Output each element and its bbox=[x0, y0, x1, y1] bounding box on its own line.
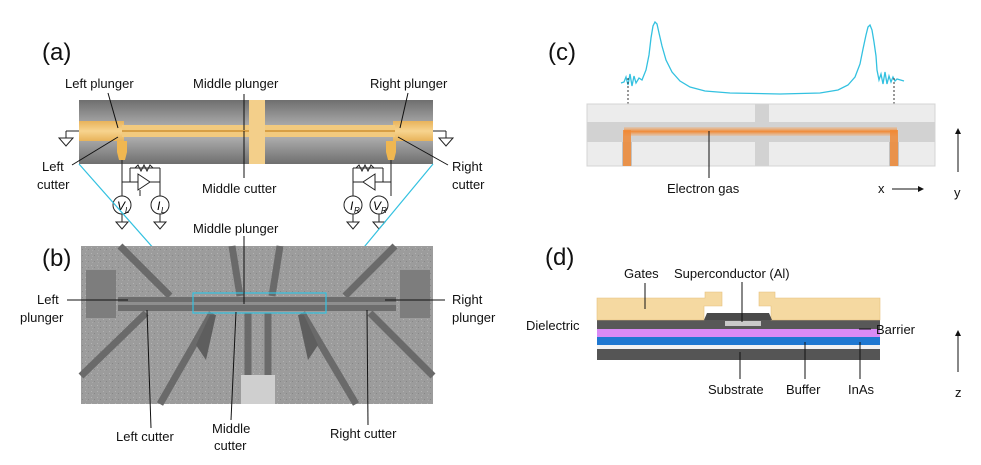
right-circuit bbox=[343, 160, 392, 230]
left-circuit bbox=[112, 160, 170, 230]
electron-gas-band bbox=[624, 127, 897, 136]
ground-right-icon bbox=[433, 130, 455, 147]
label-middle-cutter-a: Middle cutter bbox=[202, 181, 277, 196]
label-inas: InAs bbox=[848, 382, 875, 397]
sem-wire-core bbox=[118, 302, 396, 305]
panel-d: (d) Gates Superconductor (Al) Dielectric… bbox=[526, 244, 962, 400]
panel-b-tag: (b) bbox=[42, 245, 71, 272]
label-middle-cutter-b2: cutter bbox=[214, 438, 247, 453]
label-right-cutter-1: Right bbox=[452, 159, 483, 174]
panel-c-tag: (c) bbox=[548, 39, 576, 66]
label-middle-plunger-a: Middle plunger bbox=[193, 76, 279, 91]
z-axis-arrow-icon bbox=[955, 330, 961, 372]
substrate-layer bbox=[597, 349, 880, 360]
i-right-sub: R bbox=[354, 206, 360, 215]
right-cutter-gate bbox=[386, 141, 396, 160]
label-right-cutter-2: cutter bbox=[452, 177, 485, 192]
panel-d-leaders bbox=[644, 282, 871, 379]
label-substrate: Substrate bbox=[708, 382, 764, 397]
left-cutter-lead bbox=[196, 315, 216, 360]
left-plunger-gate bbox=[79, 121, 124, 141]
label-right-cutter-b: Right cutter bbox=[330, 426, 397, 441]
label-left-cutter-2: cutter bbox=[37, 177, 70, 192]
panel-c: (c) Electron gas x y bbox=[548, 20, 961, 200]
roi-box bbox=[192, 292, 327, 314]
panel-d-tag: (d) bbox=[545, 244, 574, 271]
label-middle-cutter-b1: Middle bbox=[212, 421, 250, 436]
superconductor-cap bbox=[704, 313, 772, 320]
v-right-label: V bbox=[373, 199, 382, 213]
label-left-plunger-b1: Left bbox=[37, 292, 59, 307]
y-axis-arrow-icon bbox=[955, 128, 961, 172]
superconductor-al bbox=[725, 321, 761, 326]
panel-a-tag: (a) bbox=[42, 39, 71, 66]
label-left-cutter-1: Left bbox=[42, 159, 64, 174]
label-left-plunger-b2: plunger bbox=[20, 310, 64, 325]
v-left-label: V bbox=[117, 199, 126, 213]
panel-b: (b) bbox=[20, 221, 496, 453]
label-left-plunger: Left plunger bbox=[65, 76, 134, 91]
gates-layer-right bbox=[758, 291, 881, 321]
i-right-label: I bbox=[350, 199, 354, 213]
label-superconductor: Superconductor (Al) bbox=[674, 266, 790, 281]
label-buffer: Buffer bbox=[786, 382, 821, 397]
right-plunger-gate bbox=[393, 121, 433, 141]
electron-gas-left-leg bbox=[623, 130, 631, 166]
i-left-label: I bbox=[157, 199, 161, 213]
x-axis-label: x bbox=[878, 181, 885, 196]
label-dielectric: Dielectric bbox=[526, 318, 580, 333]
barrier-layer bbox=[597, 329, 880, 337]
v-left-sub: L bbox=[125, 206, 129, 215]
label-left-cutter-b: Left cutter bbox=[116, 429, 174, 444]
sem-leads bbox=[78, 243, 436, 406]
x-axis-arrow-icon bbox=[892, 186, 924, 192]
i-left-sub: L bbox=[161, 206, 165, 215]
y-axis-label: y bbox=[954, 185, 961, 200]
left-pad bbox=[86, 270, 116, 318]
z-axis-label: z bbox=[955, 385, 962, 400]
ground-left-icon bbox=[57, 130, 79, 147]
label-right-plunger-b2: plunger bbox=[452, 310, 496, 325]
v-right-sub: R bbox=[381, 206, 387, 215]
panel-a-leaders bbox=[71, 92, 449, 178]
label-right-plunger: Right plunger bbox=[370, 76, 448, 91]
panel-b-leaders bbox=[67, 236, 445, 429]
gates-layer bbox=[596, 291, 723, 321]
electron-gas-right-leg bbox=[890, 130, 898, 166]
label-middle-plunger-b: Middle plunger bbox=[193, 221, 279, 236]
left-cutter-gate bbox=[117, 141, 127, 160]
density-profile-curve bbox=[620, 20, 905, 95]
panel-a: (a) Left plun bbox=[37, 39, 485, 230]
label-gates: Gates bbox=[624, 266, 659, 281]
middle-plunger-gate bbox=[249, 100, 265, 164]
bottom-pad bbox=[241, 375, 275, 404]
label-barrier: Barrier bbox=[876, 322, 916, 337]
right-pad bbox=[400, 270, 430, 318]
inas-layer bbox=[597, 337, 880, 345]
label-electron-gas: Electron gas bbox=[667, 181, 740, 196]
right-cutter-lead bbox=[298, 315, 318, 360]
label-right-plunger-b1: Right bbox=[452, 292, 483, 307]
buffer-gap bbox=[597, 345, 880, 349]
